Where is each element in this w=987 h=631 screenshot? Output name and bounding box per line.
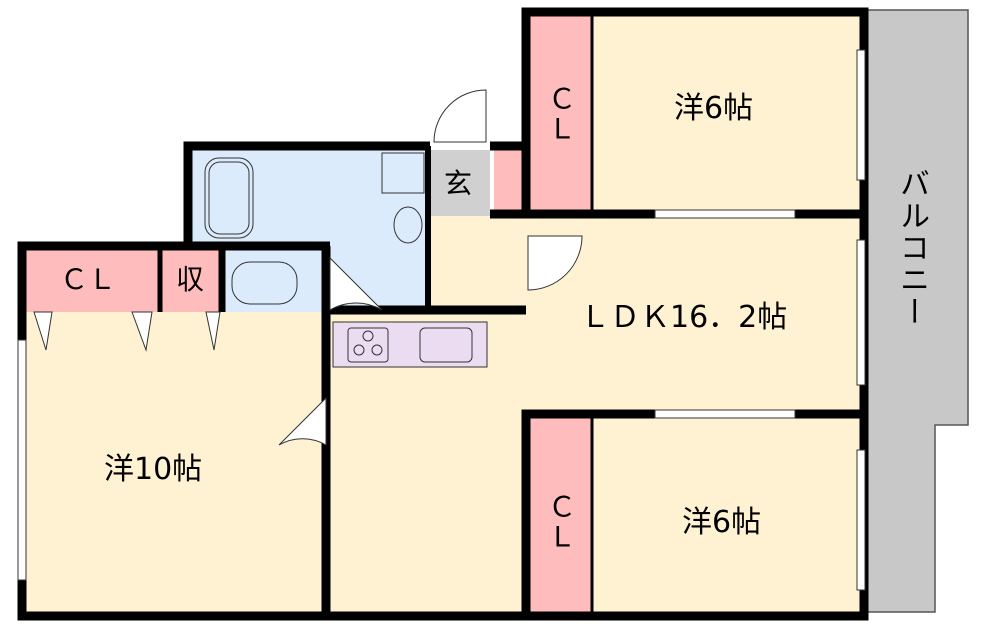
room-label-western-6-bottom: 洋6帖 <box>682 505 762 540</box>
hallway <box>430 216 526 312</box>
room-label-western-6-top: 洋6帖 <box>674 91 754 126</box>
closet-label-left: ＣＬ <box>60 263 117 296</box>
stove-icon <box>347 327 389 363</box>
balcony-label: バルコニー <box>894 168 929 328</box>
sink-icon <box>419 327 473 363</box>
walls <box>17 7 869 621</box>
room-label-ldk: ＬＤＫ16．2帖 <box>580 300 788 335</box>
storage <box>162 250 220 312</box>
room-label-western-10: 洋10帖 <box>104 452 203 487</box>
bathroom <box>192 146 330 244</box>
closet-top <box>530 16 592 214</box>
entrance-label: 玄 <box>444 167 473 200</box>
room-western-6-bottom <box>592 416 860 616</box>
closet-bottom <box>530 416 592 616</box>
room-western-6-top <box>592 16 860 214</box>
entrance-closet <box>494 150 524 212</box>
bathtub-icon <box>204 157 254 239</box>
entrance <box>430 150 490 216</box>
windows <box>17 49 866 591</box>
kitchen-counter <box>332 321 488 368</box>
washbasin-icon <box>393 206 423 244</box>
doors <box>33 89 583 446</box>
closet-left <box>26 250 160 312</box>
toilet <box>225 250 330 312</box>
closet-label-top: ＣＬ <box>544 84 577 144</box>
closet-label-bottom: ＣＬ <box>544 492 577 552</box>
storage-label: 収 <box>176 263 205 296</box>
toilet-icon <box>231 261 298 305</box>
room-western-10 <box>26 312 326 616</box>
